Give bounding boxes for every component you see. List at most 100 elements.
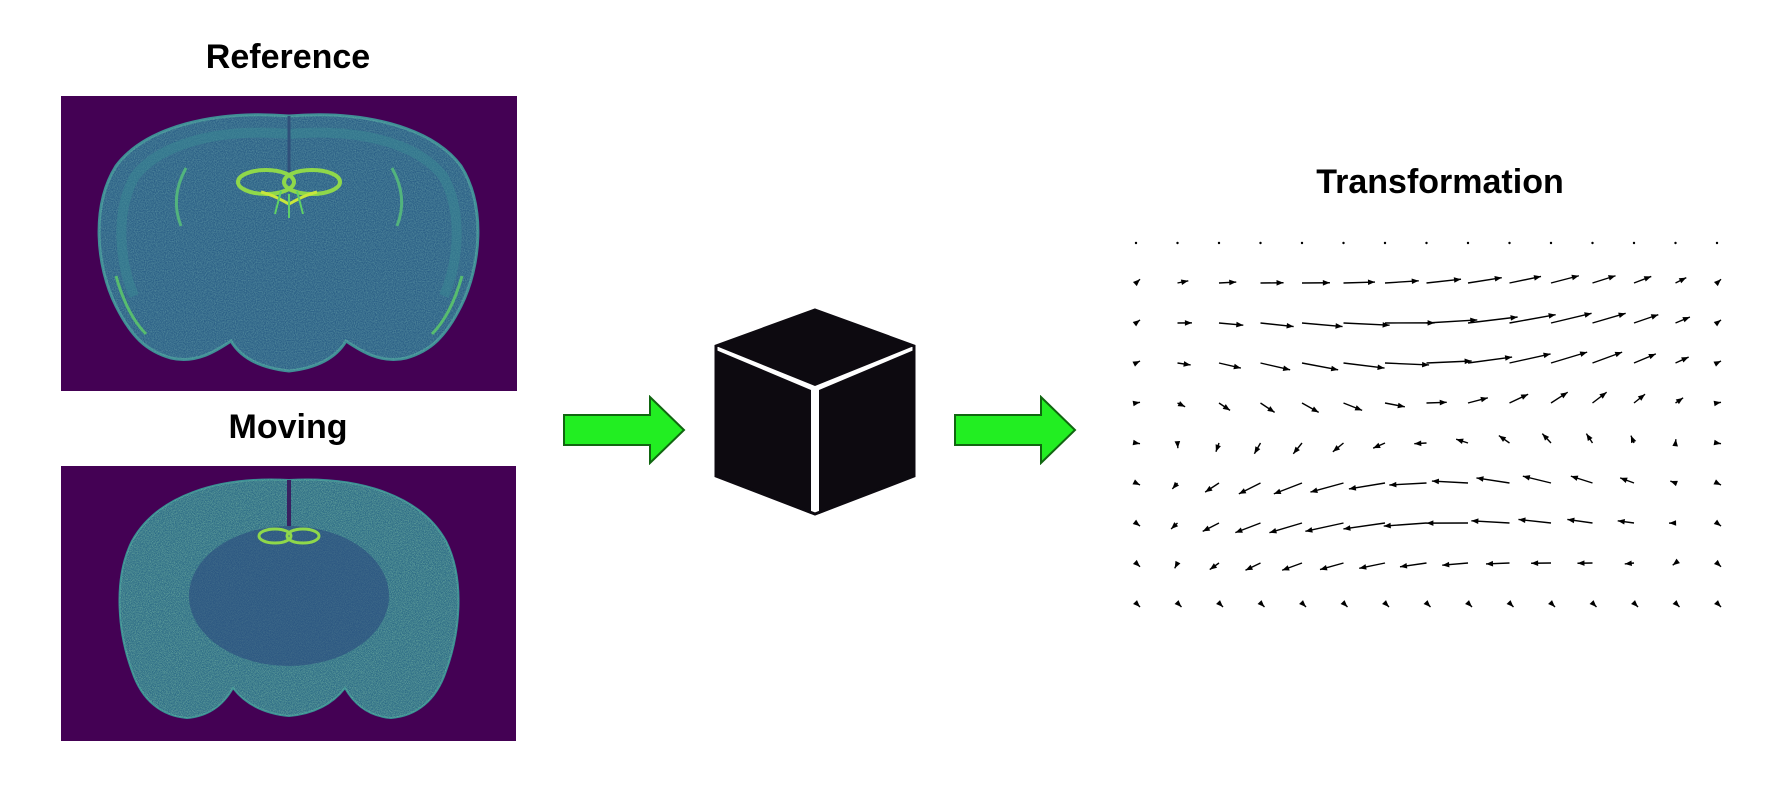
vector-arrow xyxy=(1273,482,1303,495)
vector-arrow xyxy=(1715,241,1719,245)
vector-arrow xyxy=(1550,312,1592,324)
vector-arrow xyxy=(1674,241,1677,245)
vector-arrow xyxy=(1343,522,1386,531)
vector-arrow xyxy=(1399,562,1427,569)
vector-arrow xyxy=(1343,322,1390,328)
black-box-cube-icon xyxy=(714,308,916,516)
vector-arrow xyxy=(1177,279,1189,285)
vector-arrow xyxy=(1531,560,1552,566)
vector-arrow xyxy=(1218,362,1242,370)
vector-arrow xyxy=(1485,560,1510,567)
vector-arrow xyxy=(1466,241,1470,245)
vector-arrow xyxy=(1617,518,1635,525)
vector-arrow xyxy=(1359,562,1386,570)
vector-arrow xyxy=(1384,361,1430,368)
vector-arrow xyxy=(1132,519,1141,527)
vector-arrow xyxy=(1548,600,1556,608)
right-arrow-icon xyxy=(563,395,686,465)
vector-arrow xyxy=(1672,600,1680,608)
reference-title: Reference xyxy=(205,38,371,76)
vector-arrow xyxy=(1389,481,1427,488)
vector-arrow xyxy=(1269,522,1303,534)
vector-arrow xyxy=(1714,600,1722,608)
vector-arrow xyxy=(1713,278,1722,287)
vector-arrow xyxy=(1508,241,1511,245)
vector-arrow xyxy=(1522,475,1552,484)
vector-arrow xyxy=(1174,600,1182,608)
vector-arrow xyxy=(1174,560,1181,569)
vector-arrow xyxy=(1713,439,1722,446)
vector-arrow xyxy=(1218,279,1237,286)
vector-arrow xyxy=(1216,600,1224,608)
vector-arrow xyxy=(1426,317,1478,324)
vector-arrow xyxy=(1713,519,1722,527)
vector-arrow xyxy=(1509,313,1556,324)
vector-arrow xyxy=(1442,561,1469,568)
vector-arrow xyxy=(1675,277,1687,284)
vector-arrow xyxy=(1549,241,1553,245)
vector-arrow xyxy=(1132,319,1141,327)
vector-arrow xyxy=(1217,241,1221,245)
vector-arrow xyxy=(1713,400,1722,407)
vector-arrow xyxy=(1176,241,1179,245)
vector-arrow xyxy=(1589,600,1597,608)
vector-arrow xyxy=(1384,278,1419,285)
vector-arrow xyxy=(1713,360,1722,367)
vector-arrow xyxy=(1382,600,1390,608)
vector-arrow xyxy=(1414,440,1427,447)
vector-arrow xyxy=(1426,358,1472,365)
vector-arrow xyxy=(1467,276,1502,284)
vector-arrow xyxy=(1292,442,1303,455)
vector-arrow xyxy=(1132,278,1141,287)
vector-arrow xyxy=(1585,433,1594,444)
vector-arrow xyxy=(1592,312,1626,324)
vector-arrow xyxy=(1340,600,1348,608)
vector-arrow xyxy=(1235,522,1261,534)
vector-arrow xyxy=(1177,320,1192,326)
vector-arrow xyxy=(1301,280,1330,286)
vector-arrow xyxy=(1509,393,1529,404)
vector-arrow xyxy=(1509,275,1542,284)
vector-arrow xyxy=(1170,522,1179,530)
vector-arrow xyxy=(1174,440,1181,449)
vector-arrow xyxy=(1670,480,1678,487)
vector-arrow xyxy=(1426,277,1462,284)
vector-arrow xyxy=(1591,241,1594,245)
vector-arrow xyxy=(1132,559,1141,568)
vector-arrow xyxy=(1342,241,1345,245)
vector-arrow xyxy=(1383,241,1387,245)
vector-arrow xyxy=(1133,600,1141,608)
vector-arrow xyxy=(1299,600,1307,608)
vector-arrow xyxy=(1630,435,1637,444)
vector-arrow xyxy=(1675,397,1684,405)
vector-arrow xyxy=(1134,241,1138,245)
vector-arrow xyxy=(1471,518,1510,524)
vector-arrow xyxy=(1383,522,1427,529)
vector-arrow xyxy=(1343,402,1363,412)
vector-arrow xyxy=(1672,439,1678,447)
moving-image xyxy=(61,466,516,741)
vector-arrow xyxy=(1260,402,1276,413)
vector-arrow xyxy=(1281,562,1303,571)
vector-arrow xyxy=(1624,560,1635,567)
vector-arrow xyxy=(1343,279,1376,286)
vector-arrow xyxy=(1423,600,1431,608)
vector-arrow xyxy=(1633,393,1646,404)
vector-field-icon xyxy=(1132,241,1722,608)
vector-arrow xyxy=(1132,400,1141,407)
vector-arrow xyxy=(1171,481,1180,490)
right-arrow-icon xyxy=(954,395,1077,465)
vector-arrow xyxy=(1218,402,1231,411)
vector-arrow xyxy=(1633,353,1657,364)
vector-arrow xyxy=(1218,321,1244,328)
vector-arrow xyxy=(1675,356,1689,364)
vector-arrow xyxy=(1713,559,1722,568)
vector-arrow xyxy=(1467,355,1513,364)
vector-arrow xyxy=(1672,558,1680,566)
vector-arrow xyxy=(1467,396,1489,404)
vector-arrow xyxy=(1177,361,1191,367)
vector-arrow xyxy=(1632,241,1636,245)
vector-arrow xyxy=(1467,315,1518,324)
vector-arrow xyxy=(1301,362,1339,372)
vector-arrow xyxy=(1619,477,1635,484)
